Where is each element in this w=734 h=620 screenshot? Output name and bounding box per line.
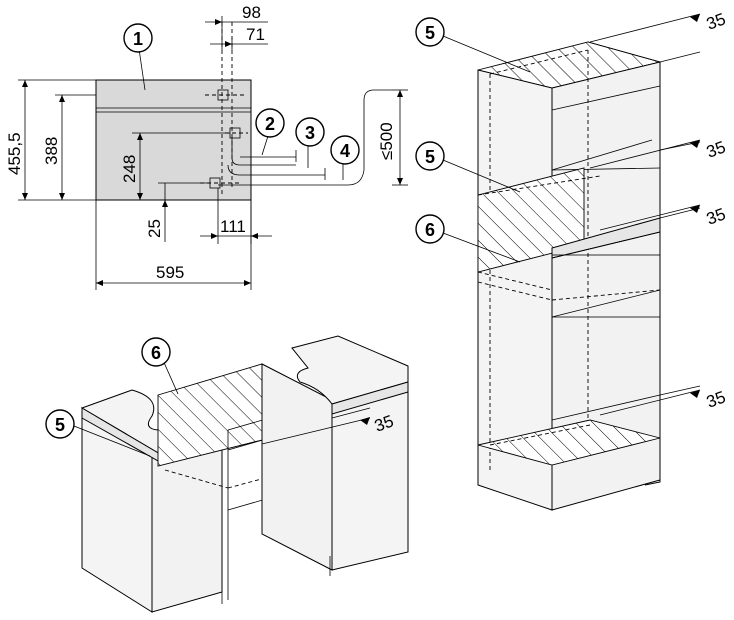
svg-text:3: 3 (305, 123, 315, 143)
svg-text:5: 5 (55, 415, 65, 435)
callout-4: 4 (330, 135, 360, 165)
dim-500: ≤500 (377, 122, 396, 160)
svg-text:1: 1 (133, 29, 143, 49)
dim-25: 25 (145, 219, 164, 238)
front-elevation-view: 98 71 455,5 388 248 25 111 595 ≤500 1 2 … (5, 3, 408, 290)
dim-35-top: 35 (704, 9, 728, 33)
callout-1: 1 (123, 23, 153, 53)
svg-text:6: 6 (425, 220, 435, 240)
svg-text:2: 2 (265, 114, 275, 134)
callout-6-tall: 6 (415, 214, 445, 244)
callout-5-tall-shelf: 5 (415, 141, 445, 171)
dim-35-mid1: 35 (704, 137, 728, 161)
callout-3: 3 (295, 117, 325, 147)
base-unit-view: 35 6 5 (45, 335, 409, 613)
dim-388: 388 (42, 137, 61, 165)
dim-98: 98 (242, 3, 261, 22)
dim-35-low: 35 (704, 387, 728, 411)
dim-111: 111 (220, 217, 246, 236)
callout-6-base: 6 (141, 337, 171, 367)
svg-text:6: 6 (151, 343, 161, 363)
tall-cabinet-view: 35 35 35 35 5 5 6 (415, 9, 728, 511)
dim-35-mid2: 35 (704, 204, 728, 228)
svg-text:5: 5 (425, 23, 435, 43)
svg-text:5: 5 (425, 147, 435, 167)
callout-5-tall-top: 5 (415, 17, 445, 47)
dim-248: 248 (120, 155, 139, 183)
callout-2: 2 (255, 108, 285, 138)
dim-455: 455,5 (5, 132, 24, 175)
svg-text:4: 4 (340, 141, 350, 161)
dim-71: 71 (246, 25, 265, 44)
dim-595: 595 (156, 263, 184, 282)
callout-5-base: 5 (45, 409, 75, 439)
